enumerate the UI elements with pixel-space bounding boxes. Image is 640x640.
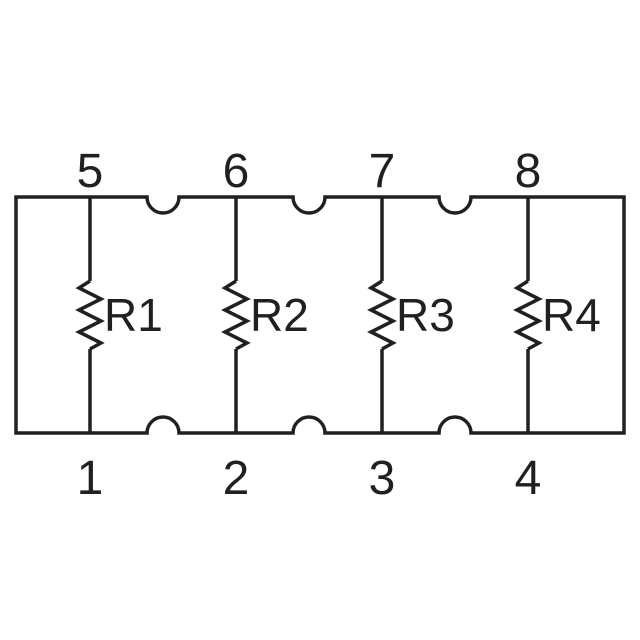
pin-number-6: 6 <box>223 145 250 198</box>
pin-number-5: 5 <box>77 145 104 198</box>
pin-number-8: 8 <box>515 145 542 198</box>
package-outline <box>14 195 626 435</box>
resistor-zigzag <box>513 279 543 351</box>
resistor-label: R3 <box>396 289 455 341</box>
resistor-unit-2: R2 <box>221 197 309 433</box>
pin-number-4: 4 <box>515 452 542 505</box>
resistor-zigzag <box>75 279 105 351</box>
pin-number-2: 2 <box>223 452 250 505</box>
resistor-unit-1: R1 <box>75 197 163 433</box>
resistor-label: R1 <box>104 289 163 341</box>
pin-numbers-top: 5 6 7 8 <box>77 145 542 198</box>
pin-number-7: 7 <box>369 145 396 198</box>
resistor-label: R2 <box>250 289 309 341</box>
pin-number-1: 1 <box>77 452 104 505</box>
resistor-unit-4: R4 <box>513 197 601 433</box>
resistor-zigzag <box>221 279 251 351</box>
resistor-label: R4 <box>542 289 601 341</box>
resistor-zigzag <box>367 279 397 351</box>
pin-number-3: 3 <box>369 452 396 505</box>
pin-numbers-bottom: 1 2 3 4 <box>77 452 542 505</box>
resistor-unit-3: R3 <box>367 197 455 433</box>
